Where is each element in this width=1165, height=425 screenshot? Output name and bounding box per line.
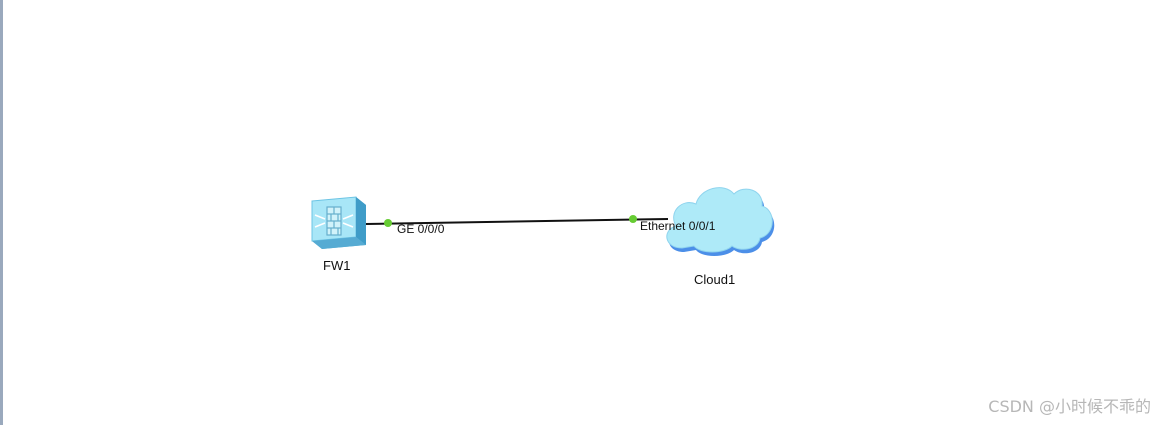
link-line[interactable]: [365, 218, 669, 225]
device-label-fw1: FW1: [323, 258, 351, 273]
watermark-text: CSDN @小时候不乖的: [988, 397, 1151, 416]
port-label-ethernet-0-0-1: Ethernet 0/0/1: [640, 219, 716, 233]
firewall-icon[interactable]: [311, 196, 366, 249]
canvas-left-border: [0, 0, 3, 425]
port-label-ge-0-0-0: GE 0/0/0: [397, 222, 445, 236]
port-status-dot-cloud1: [629, 215, 637, 223]
port-status-dot-fw1: [384, 219, 392, 227]
cloud-icon[interactable]: [666, 187, 775, 256]
device-label-cloud1: Cloud1: [694, 272, 736, 287]
